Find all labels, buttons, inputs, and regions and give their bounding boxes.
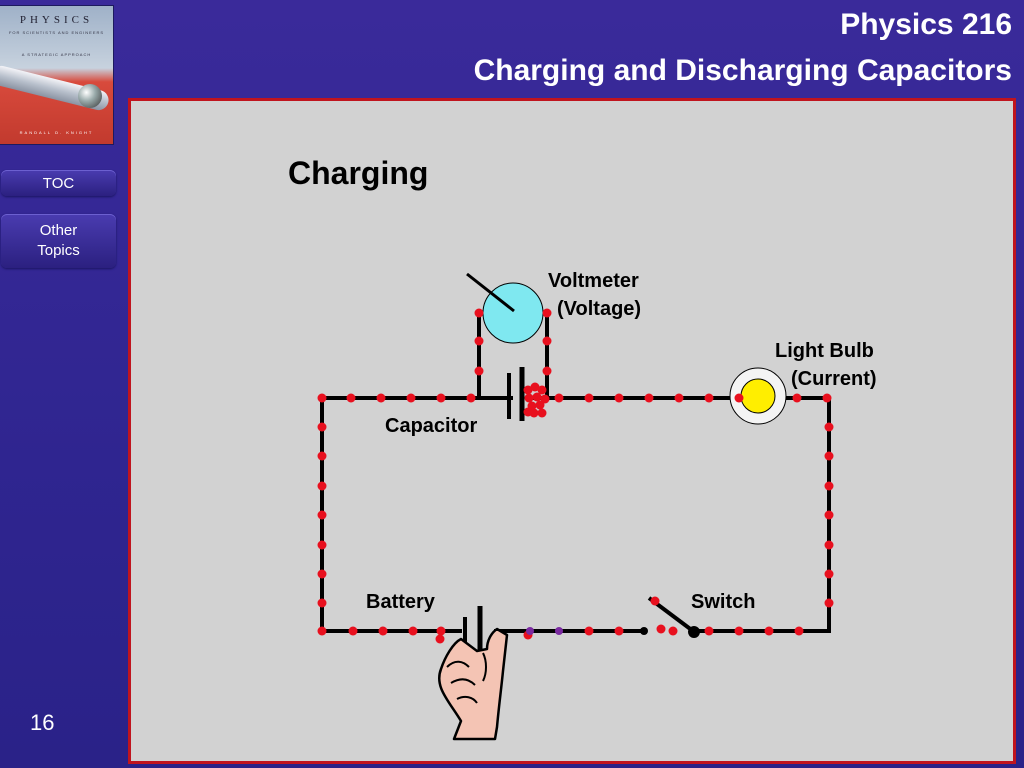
capacitor-symbol xyxy=(507,367,525,421)
charge-dot xyxy=(734,393,744,403)
charge-dot xyxy=(764,626,774,636)
charge-dot xyxy=(824,510,834,520)
book-cover-image: PHYSICS FOR SCIENTISTS AND ENGINEERS A S… xyxy=(0,6,113,144)
charge-dot xyxy=(644,393,654,403)
charge-dot xyxy=(734,626,744,636)
book-strapline: A STRATEGIC APPROACH xyxy=(21,52,92,57)
capacitor-label: Capacitor xyxy=(385,415,477,437)
charge-dot xyxy=(317,422,327,432)
charge-dot xyxy=(532,392,542,402)
charge-dot xyxy=(474,336,484,346)
charge-dot xyxy=(317,510,327,520)
charge-dot xyxy=(378,626,388,636)
charge-dot xyxy=(674,393,684,403)
charge-dot xyxy=(656,624,666,634)
charge-dot xyxy=(537,408,547,418)
switch-label: Switch xyxy=(691,591,755,613)
light-bulb-symbol xyxy=(729,367,787,425)
charge-dot xyxy=(704,393,714,403)
book-subtitle: FOR SCIENTISTS AND ENGINEERS xyxy=(8,30,105,35)
charge-dot xyxy=(348,626,358,636)
book-author: RANDALL D. KNIGHT xyxy=(19,130,94,135)
charge-dot xyxy=(822,393,832,403)
charge-dot xyxy=(474,308,484,318)
charge-dot xyxy=(542,308,552,318)
charge-dot xyxy=(542,366,552,376)
charge-dot xyxy=(406,393,416,403)
voltmeter-sublabel: (Voltage) xyxy=(557,298,641,320)
charge-dot xyxy=(474,366,484,376)
charge-dot xyxy=(317,540,327,550)
charge-dot xyxy=(824,598,834,608)
book-title: PHYSICS xyxy=(19,14,94,26)
charge-dot xyxy=(435,634,445,644)
charge-dot xyxy=(537,385,547,395)
charge-dot xyxy=(523,385,533,395)
other-topics-button-label: Other Topics xyxy=(37,222,80,259)
voltmeter-label: Voltmeter xyxy=(548,270,639,292)
charge-dot xyxy=(614,393,624,403)
light-bulb-label: Light Bulb xyxy=(775,340,874,362)
charge-dot xyxy=(523,407,533,417)
battery-symbol xyxy=(463,606,483,657)
charge-dot xyxy=(436,393,446,403)
charge-dot xyxy=(554,393,564,403)
content-panel: Charging xyxy=(128,98,1016,764)
charge-dot xyxy=(792,393,802,403)
charge-dot xyxy=(824,451,834,461)
charge-dot xyxy=(824,540,834,550)
charge-dot xyxy=(317,626,327,636)
charge-dot xyxy=(584,626,594,636)
charge-dots xyxy=(317,308,834,644)
book-ball-graphic xyxy=(78,84,102,108)
charge-dot xyxy=(668,626,678,636)
charge-dot xyxy=(824,569,834,579)
charge-dot xyxy=(317,481,327,491)
charge-dot xyxy=(584,393,594,403)
charge-dot xyxy=(704,626,714,636)
battery-label: Battery xyxy=(366,591,436,613)
light-bulb-sublabel: (Current) xyxy=(791,368,877,390)
course-title: Physics 216 xyxy=(840,8,1012,41)
charge-dot xyxy=(317,598,327,608)
circuit-diagram: Charging xyxy=(288,155,877,741)
charge-dot xyxy=(540,394,550,404)
charge-dot xyxy=(317,451,327,461)
charge-dot xyxy=(317,569,327,579)
charge-dot xyxy=(466,393,476,403)
toc-button[interactable]: TOC xyxy=(1,170,116,196)
charge-dot xyxy=(346,393,356,403)
charge-dot xyxy=(535,400,545,410)
charge-dot xyxy=(794,626,804,636)
charge-dot xyxy=(650,596,660,606)
toc-button-label: TOC xyxy=(42,174,75,192)
hand-icon xyxy=(438,627,509,741)
page-title: Charging and Discharging Capacitors xyxy=(473,54,1012,87)
charge-dot xyxy=(524,393,534,403)
charge-dot xyxy=(824,481,834,491)
switch-symbol xyxy=(640,626,700,638)
slide-number: 16 xyxy=(30,710,55,735)
charge-dot xyxy=(824,422,834,432)
charge-dots-purple xyxy=(526,627,563,635)
charge-dot xyxy=(436,626,446,636)
charge-dot xyxy=(542,336,552,346)
circuit-wires xyxy=(320,311,831,633)
charge-dot xyxy=(614,626,624,636)
charge-dot xyxy=(376,393,386,403)
charge-dot xyxy=(530,382,540,392)
charge-dot xyxy=(408,626,418,636)
diagram-heading: Charging xyxy=(288,155,428,191)
charge-dot xyxy=(317,393,327,403)
other-topics-button[interactable]: Other Topics xyxy=(1,214,116,268)
